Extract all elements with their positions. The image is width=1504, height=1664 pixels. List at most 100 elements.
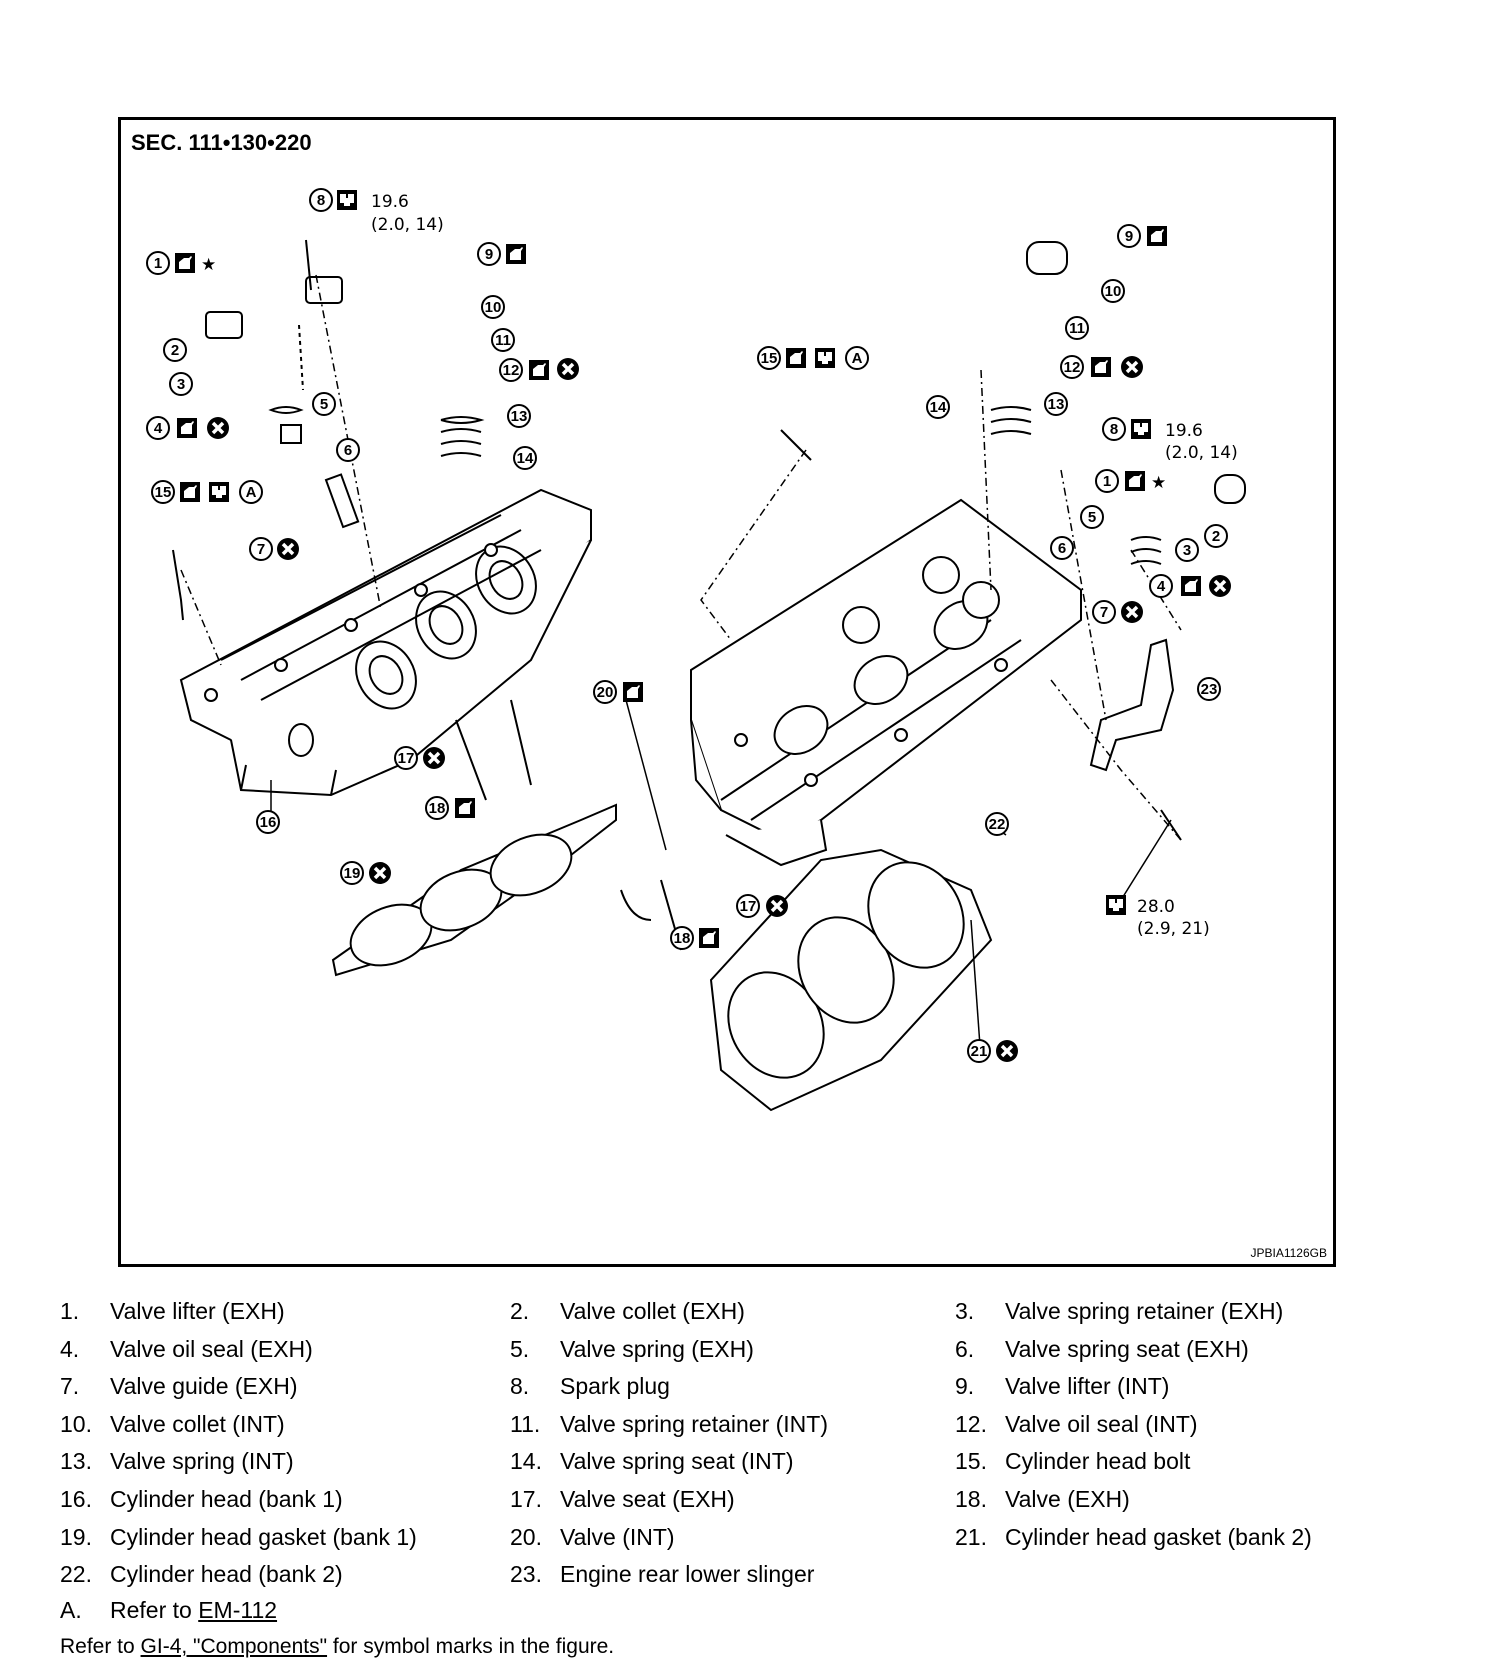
oilcan-icon [175, 253, 195, 273]
callout-circle [593, 680, 617, 704]
callout-circle [1102, 417, 1126, 441]
x-mark-icon [764, 893, 790, 919]
callout-circle [394, 746, 418, 770]
legend-number: 18. [955, 1486, 987, 1512]
legend-item: 23.Engine rear lower slinger [510, 1561, 814, 1588]
legend-label: Valve guide (EXH) [110, 1373, 298, 1400]
ref-a-label: A [246, 484, 257, 501]
callout-number: 5 [320, 396, 328, 413]
callout-circle [1092, 600, 1116, 624]
wrench-icon [209, 482, 229, 502]
legend-label: Valve spring retainer (EXH) [1005, 1298, 1284, 1324]
legend-label: Valve (INT) [560, 1523, 675, 1550]
oilcan-icon [1125, 471, 1145, 491]
callout-number: 1 [1103, 473, 1111, 490]
cylinder-head-bank1 [179, 488, 592, 797]
callout-circle [163, 338, 187, 362]
section-label: SEC. 111•130•220 [131, 130, 312, 155]
callout-circle [1065, 316, 1089, 340]
x-mark-icon [1119, 354, 1145, 380]
legend-label: Valve spring (EXH) [560, 1335, 754, 1362]
callout-circle [1197, 677, 1221, 701]
legend-label: Valve spring seat (EXH) [1005, 1335, 1249, 1362]
callout-number: 1 [154, 255, 162, 272]
legend-item: 15.Cylinder head bolt [955, 1448, 1190, 1475]
legend-number: 2. [510, 1298, 530, 1324]
oilcan-icon [455, 798, 475, 818]
callout-circle [340, 861, 364, 885]
x-mark-icon [1119, 599, 1145, 625]
legend-number: 20. [510, 1523, 542, 1550]
callout-number: 13 [511, 408, 528, 425]
callout-circle [1204, 524, 1228, 548]
x-mark-icon [205, 415, 231, 441]
torque-sub: (2.0, 14) [1165, 443, 1238, 463]
callout-number: 7 [257, 541, 265, 558]
legend-number: 3. [955, 1298, 975, 1324]
callout-circle [1101, 279, 1125, 303]
oilcan-icon [506, 244, 526, 264]
legend-item: 8.Spark plug [510, 1373, 670, 1400]
cylinder-head-diagram: 819.6(2.0, 14)1★910111223541361415A72017… [146, 188, 1246, 1112]
callout-circle [1095, 469, 1119, 493]
legend-item: 7.Valve guide (EXH) [60, 1373, 298, 1400]
ref-a-label: A [852, 350, 863, 367]
callout-circle [146, 251, 170, 275]
oilcan-icon [529, 360, 549, 380]
legend-label: Valve spring (INT) [110, 1448, 294, 1475]
legend-label: Cylinder head bolt [1005, 1448, 1191, 1475]
callout-number: 18 [429, 800, 446, 817]
callout-number: 6 [1058, 540, 1066, 557]
callout-circle [477, 242, 501, 266]
torque-sub: (2.0, 14) [371, 215, 444, 235]
x-mark-icon [555, 356, 581, 382]
note-a: A.Refer to EM-112 [60, 1597, 277, 1624]
callout-circle [146, 416, 170, 440]
gi-4-components-link[interactable]: GI-4, "Components" [140, 1635, 328, 1658]
legend-number: 14. [510, 1448, 542, 1475]
legend-item: 22.Cylinder head (bank 2) [60, 1561, 343, 1588]
callout-circle [256, 810, 280, 834]
callout-number: 10 [485, 299, 502, 316]
callout-number: 22 [989, 816, 1006, 833]
callout-number: 12 [1064, 359, 1081, 376]
valve-train-parts-left [172, 239, 532, 801]
callout-number: 14 [517, 450, 534, 467]
legend-number: 5. [510, 1335, 530, 1362]
legend-item: 21.Cylinder head gasket (bank 2) [955, 1524, 1312, 1551]
callout-number: 2 [1212, 528, 1220, 545]
wrench-icon [1131, 419, 1151, 439]
legend-label: Valve spring seat (INT) [560, 1448, 794, 1475]
legend-label: Valve collet (EXH) [560, 1298, 745, 1324]
callout-circle [1060, 355, 1084, 379]
callout-number: 4 [1157, 578, 1166, 595]
legend-item: 1.Valve lifter (EXH) [60, 1298, 285, 1325]
callout-circle [169, 372, 193, 396]
legend-label: Engine rear lower slinger [560, 1561, 815, 1588]
callout-number: 8 [1110, 421, 1118, 438]
gasket-bank2 [709, 848, 993, 1112]
legend-label: Valve seat (EXH) [560, 1486, 735, 1512]
legend-item: 6.Valve spring seat (EXH) [955, 1336, 1249, 1363]
legend-item: 18.Valve (EXH) [955, 1486, 1130, 1513]
torque-value: 19.6 [1165, 421, 1203, 441]
legend-item: 10.Valve collet (INT) [60, 1411, 285, 1438]
x-mark-icon [994, 1038, 1020, 1064]
callout-circle [736, 894, 760, 918]
callout-number: 12 [503, 362, 520, 379]
star-mark: ★ [1151, 473, 1166, 493]
legend-number: 17. [510, 1486, 542, 1512]
callout-circle [499, 358, 523, 382]
cylinder-head-bank2 [690, 498, 1082, 867]
oilcan-icon [180, 482, 200, 502]
legend-number: 16. [60, 1486, 92, 1512]
callout-number: 10 [1105, 283, 1122, 300]
legend-number: 8. [510, 1373, 530, 1400]
callout-number: 18 [674, 930, 691, 947]
callout-circle [670, 926, 694, 950]
legend-label: Cylinder head (bank 2) [110, 1561, 343, 1588]
callout-number: 8 [317, 192, 325, 209]
em-112-link[interactable]: EM-112 [198, 1597, 278, 1623]
legend-number: 11. [510, 1410, 541, 1437]
callout-circle [1044, 392, 1068, 416]
